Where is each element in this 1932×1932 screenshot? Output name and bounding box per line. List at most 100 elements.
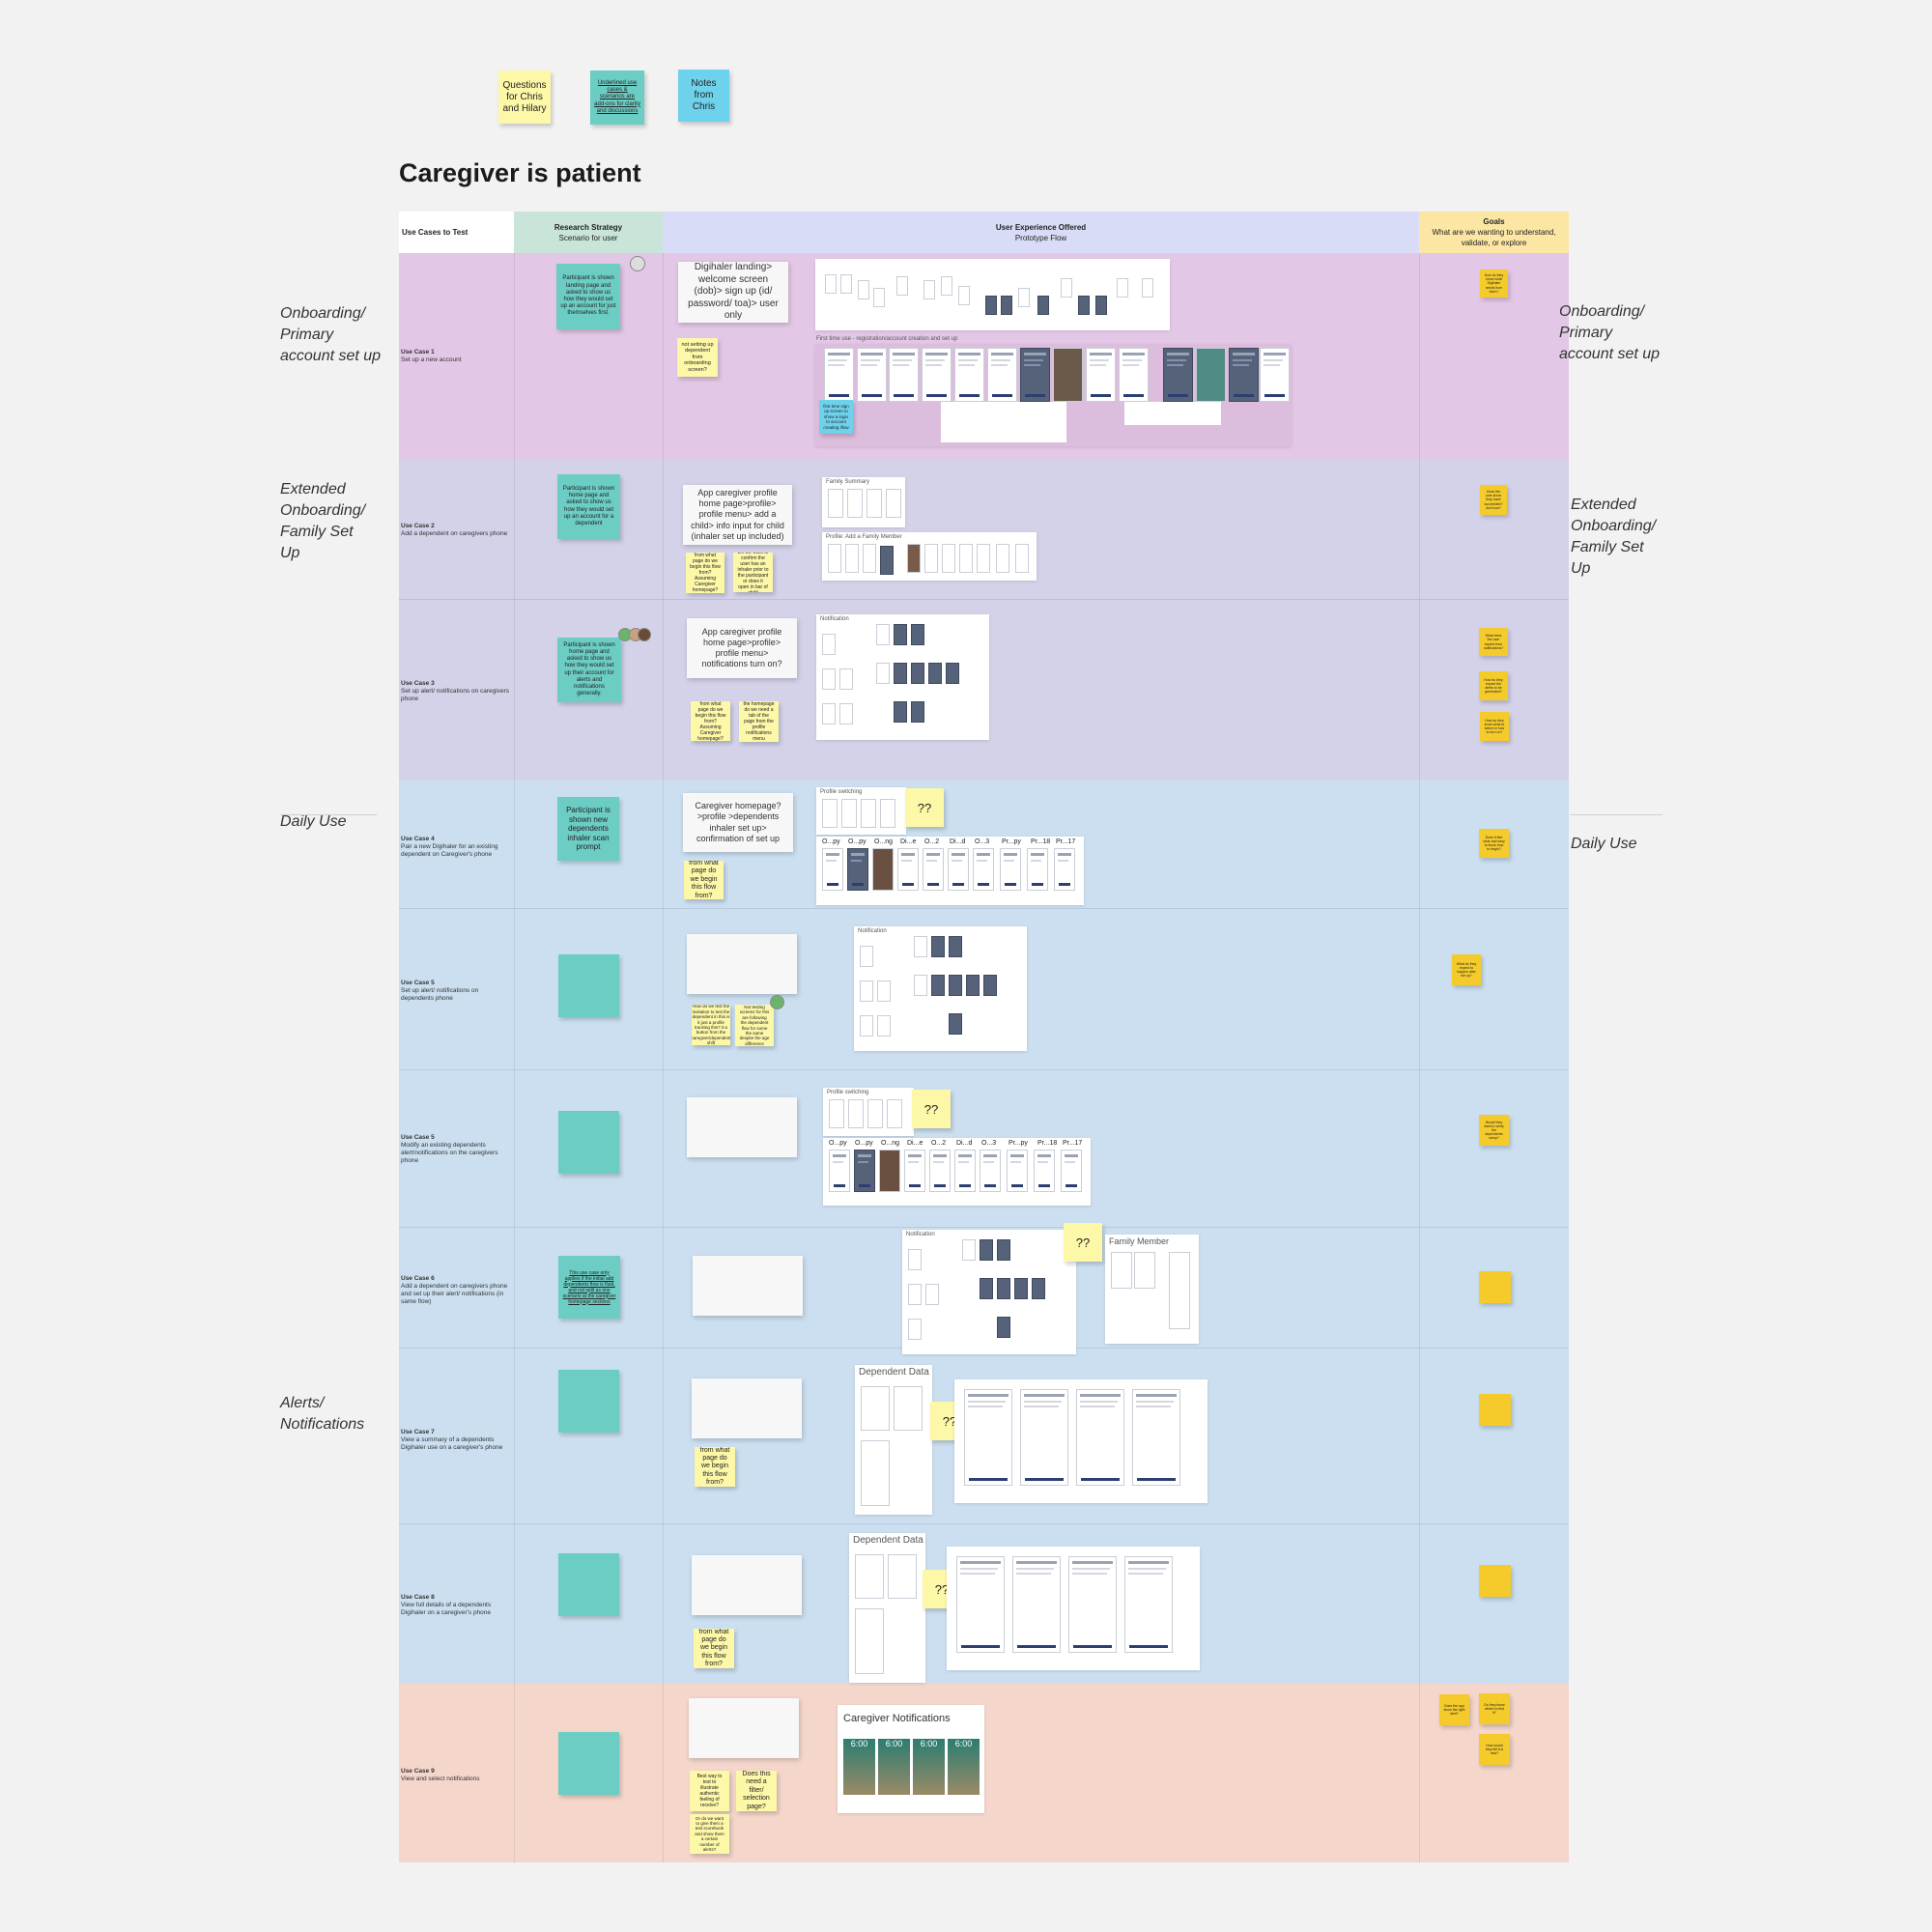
screen-label: O...py <box>829 1140 847 1147</box>
screen-thumbnail <box>911 663 924 684</box>
flow-card-empty[interactable] <box>687 934 797 994</box>
flow-card[interactable]: App caregiver profile home page>profile>… <box>687 618 797 678</box>
strategy-sticky[interactable]: This use case only applies if the initia… <box>558 1256 620 1319</box>
flow-card-empty[interactable] <box>687 1097 797 1157</box>
strategy-sticky-empty[interactable] <box>558 954 619 1017</box>
question-sticky[interactable]: from what page do we begin this flow fro… <box>691 701 730 741</box>
section-divider-line <box>280 814 377 815</box>
goal-sticky[interactable]: Do they know where to find it? <box>1479 1693 1510 1724</box>
board-title-notification: Notification <box>858 928 887 934</box>
question-sticky[interactable]: from what page do we begin this flow fro… <box>686 553 724 593</box>
question-sticky[interactable]: not setting up dependent from onboarding… <box>677 338 718 377</box>
section-label-extended: Extended Onboarding/ Family Set Up <box>280 481 366 561</box>
flow-card[interactable]: Caregiver homepage? >profile >dependents… <box>683 793 793 852</box>
screen-thumbnail <box>854 1150 875 1192</box>
legend-questions-sticky[interactable]: Questions for Chris and Hilary <box>498 71 551 124</box>
goal-sticky[interactable]: How do they know what to select or how t… <box>1480 712 1509 741</box>
prototype-board-modify-screens[interactable]: O...py O...py O...ng Di...e O...2 Di...d… <box>823 1138 1091 1206</box>
flow-card[interactable]: App caregiver profile home page>profile>… <box>683 485 792 545</box>
screen-thumbnail <box>908 1319 922 1340</box>
question-sticky[interactable]: Not testing screens for this are followi… <box>735 1005 774 1046</box>
strategy-sticky-empty[interactable] <box>558 1553 619 1616</box>
unknown-sticky[interactable]: ?? <box>912 1090 951 1128</box>
screen-thumbnail <box>942 544 955 573</box>
prototype-board-notification-dependent[interactable]: Notification <box>854 926 1027 1051</box>
prototype-board-onboarding-overview[interactable] <box>815 259 1170 330</box>
question-sticky[interactable]: from what page do we begin this flow fro… <box>694 1629 734 1668</box>
strategy-sticky-empty[interactable] <box>558 1111 619 1174</box>
prototype-board-add-family-member[interactable]: Profile: Add a Family Member <box>822 532 1037 581</box>
screen-thumbnail <box>956 1556 1005 1653</box>
screen-thumbnail <box>1027 848 1048 891</box>
board-subtitle: First time use - registration/account cr… <box>816 336 958 342</box>
use-case-title: Use Case 4 <box>401 836 435 842</box>
use-case-title: Use Case 7 <box>401 1429 435 1435</box>
prototype-board-profile-switching-2[interactable]: Profile switching <box>823 1088 914 1136</box>
flow-card[interactable]: Digihaler landing> welcome screen (dob)>… <box>678 262 788 323</box>
legend-notes-sticky[interactable]: Notes from Chris <box>678 70 729 122</box>
question-sticky[interactable]: from what page do we begin this flow fro… <box>695 1447 735 1487</box>
strategy-sticky[interactable]: Participant is shown home page and asked… <box>557 474 620 539</box>
screen-thumbnail <box>1119 348 1149 402</box>
prototype-board-profile-switching[interactable]: Profile switching <box>816 787 906 835</box>
goal-sticky[interactable]: Does the user know they have succeeded? … <box>1480 485 1507 515</box>
flow-card-empty[interactable] <box>689 1698 799 1758</box>
goal-sticky[interactable]: How do they expect the alerts to be gene… <box>1479 671 1508 700</box>
screen-thumbnail <box>1078 296 1090 315</box>
notification-screen: 6:00 <box>913 1739 945 1795</box>
goal-sticky[interactable]: How would they tell it is new? <box>1479 1734 1510 1765</box>
prototype-board-dependent-data-full[interactable]: Dependent Data <box>849 1533 925 1683</box>
screen-thumbnail <box>1012 1556 1061 1653</box>
question-sticky[interactable]: Or do we want to give them a test scoreb… <box>690 1814 729 1854</box>
goal-sticky[interactable] <box>1479 1271 1511 1303</box>
question-sticky[interactable]: Best way to test to illustrate authentic… <box>690 1771 729 1811</box>
screen-thumbnail <box>840 274 852 294</box>
board-title-family-member: Family Member <box>1109 1236 1170 1246</box>
unknown-sticky[interactable]: ?? <box>1064 1223 1102 1262</box>
note-sticky[interactable]: first time sign up screen to show a logi… <box>819 400 853 434</box>
question-sticky[interactable]: Does this need a filter/ selection page? <box>736 1771 777 1811</box>
header-goals-title: Goals <box>1483 217 1505 226</box>
goal-sticky[interactable]: What does the user expect from notificat… <box>1479 628 1508 656</box>
screen-thumbnail <box>861 799 876 828</box>
strategy-sticky-empty[interactable] <box>558 1370 619 1433</box>
question-sticky[interactable]: Do we want to confirm the user has an in… <box>733 553 773 592</box>
flow-card-empty[interactable] <box>692 1555 802 1615</box>
prototype-board-notification-add[interactable]: Notification <box>902 1230 1076 1354</box>
unknown-sticky[interactable]: ?? <box>905 788 944 827</box>
row-divider <box>399 1523 1569 1524</box>
question-sticky[interactable]: If this is from the homepage do we need … <box>739 701 779 742</box>
goal-sticky[interactable]: What do they expect to happen after set … <box>1452 954 1481 985</box>
prototype-board-family-member[interactable]: Family Member <box>1105 1235 1199 1344</box>
prototype-board-dependent-details[interactable] <box>947 1547 1200 1670</box>
screen-thumbnail <box>1124 1556 1173 1653</box>
goal-sticky[interactable]: Does it feel clear and easy to know how … <box>1479 829 1509 858</box>
prototype-board-daily-screens[interactable]: O...py O...py O...ng Di...e O...2 Di...d… <box>816 837 1084 905</box>
prototype-board-family-summary[interactable]: Family Summary <box>822 477 905 527</box>
strategy-sticky[interactable]: Participant is shown landing page and as… <box>556 264 620 329</box>
screen-thumbnail <box>996 544 1009 573</box>
strategy-sticky[interactable]: Participant is shown home page and asked… <box>557 638 621 702</box>
goal-sticky[interactable] <box>1479 1394 1511 1426</box>
strategy-sticky[interactable]: Participant is shown new dependents inha… <box>557 797 619 861</box>
prototype-board-registration[interactable] <box>815 344 1292 446</box>
goal-sticky[interactable]: Does the app show the right alert? <box>1439 1694 1469 1725</box>
question-sticky[interactable]: from what page do we begin this flow fro… <box>684 861 724 899</box>
prototype-board-dependent-summary[interactable] <box>954 1379 1208 1503</box>
prototype-board-notification[interactable]: Notification <box>816 614 989 740</box>
flow-card-empty[interactable] <box>693 1256 803 1316</box>
screen-thumbnail <box>949 975 962 996</box>
legend-underlined-sticky[interactable]: Underlined use cases & scenarios are add… <box>590 71 644 125</box>
goal-sticky[interactable]: How do they know what Digihaler needs fr… <box>1480 270 1508 298</box>
flow-card-empty[interactable] <box>692 1378 802 1438</box>
use-case-title: Use Case 9 <box>401 1768 435 1775</box>
prototype-board-dependent-data[interactable]: Dependent Data <box>855 1365 932 1515</box>
question-sticky[interactable]: How do we test the invitation to test th… <box>692 1005 730 1045</box>
screen-thumbnail <box>822 799 838 828</box>
strategy-sticky-empty[interactable] <box>558 1732 619 1795</box>
screen-label: O...2 <box>924 838 940 845</box>
use-case-title: Use Case 1 <box>401 349 435 355</box>
goal-sticky[interactable] <box>1479 1565 1511 1597</box>
goal-sticky[interactable]: Would they want to verify the dependents… <box>1479 1115 1509 1146</box>
